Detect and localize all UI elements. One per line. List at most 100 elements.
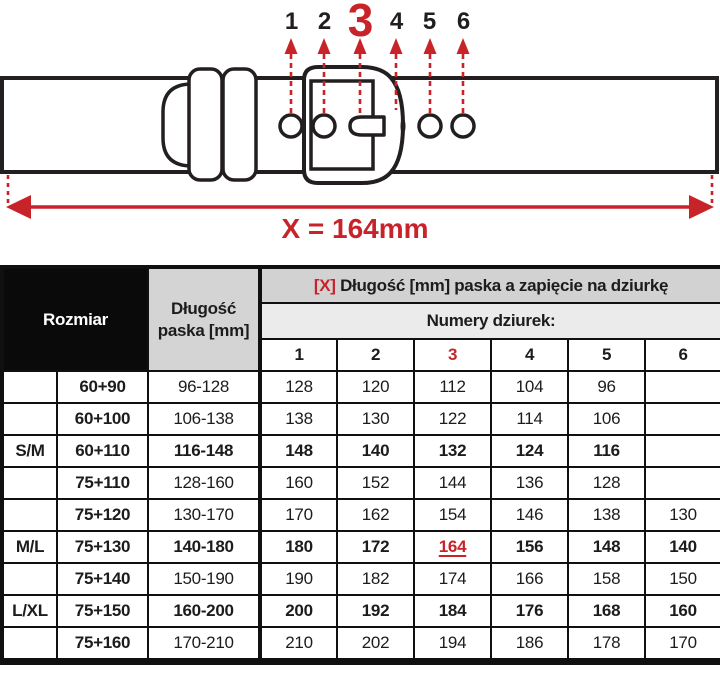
- hole-length-cell: [644, 466, 720, 500]
- hole-length-cell: 146: [490, 498, 570, 532]
- hole-length-cell: 156: [490, 530, 570, 564]
- hole-length-cell: 116: [567, 434, 647, 468]
- hole-length-cell: 158: [567, 562, 647, 596]
- keeper-loop: [187, 67, 224, 182]
- size-label-cell: L/XL: [1, 594, 58, 628]
- length-range-cell: 128-160: [147, 466, 262, 500]
- hole-length-cell: 136: [490, 466, 570, 500]
- hole-pointer-arrowheads: [284, 38, 470, 54]
- keeper-loop: [221, 67, 258, 182]
- hole-length-cell: 174: [413, 562, 493, 596]
- hole-length-cell: 132: [413, 434, 493, 468]
- hole-length-cell: 182: [336, 562, 416, 596]
- header-x-title: [X] Długość [mm] paska a zapięcie na dzi…: [258, 266, 720, 304]
- hole-number-label-6: 6: [456, 8, 470, 35]
- hole-length-cell: 130: [644, 498, 720, 532]
- hole-length-cell: 144: [413, 466, 493, 500]
- hole-length-cell: 184: [413, 594, 493, 628]
- hole-length-cell: 172: [336, 530, 416, 564]
- hole-length-cell: 152: [336, 466, 416, 500]
- hole-length-cell: 138: [258, 402, 339, 436]
- hole-number-label-3-highlighted: 3: [347, 0, 374, 46]
- buckle-prong: [348, 115, 386, 137]
- header-dlugosc-line2: paska [mm]: [157, 320, 250, 340]
- hole-length-cell: 104: [490, 370, 570, 404]
- length-range-cell: 150-190: [147, 562, 262, 596]
- header-x-bracket: [X]: [313, 275, 336, 295]
- strap-diagram: 1 2 3 4 5 6 X = 164mm: [0, 0, 720, 265]
- hole-column-2: 2: [336, 338, 416, 372]
- hole-length-cell: 166: [490, 562, 570, 596]
- strap-hole-1: [278, 113, 304, 139]
- length-range-cell: 116-148: [147, 434, 262, 468]
- hole-length-cell: 194: [413, 626, 493, 663]
- hole-length-cell: 148: [258, 434, 339, 468]
- hole-length-cell: 114: [490, 402, 570, 436]
- hole-length-cell: 138: [567, 498, 647, 532]
- hole-4-sliver: [400, 118, 406, 134]
- hole-length-cell: 154: [413, 498, 493, 532]
- hole-length-cell: 178: [567, 626, 647, 663]
- hole-columns-row: 1 2 3 4 5 6: [2, 338, 720, 372]
- header-dlugosc-line1: Długość: [171, 299, 236, 319]
- strap-illustration: [0, 38, 719, 219]
- size-label-cell: [1, 466, 58, 500]
- hole-length-cell: 148: [567, 530, 647, 564]
- size-dim-cell: 75+160: [55, 626, 150, 663]
- hole-length-cell: [644, 402, 720, 436]
- hole-length-cell: 176: [490, 594, 570, 628]
- hole-column-5: 5: [567, 338, 647, 372]
- size-dim-cell: 60+100: [55, 402, 150, 436]
- header-x-title-text: Długość [mm] paska a zapięcie na dziurkę: [340, 275, 669, 295]
- length-range-cell: 130-170: [147, 498, 262, 532]
- hole-pointer-lines: [289, 54, 465, 115]
- hole-length-cell: 162: [336, 498, 416, 532]
- hole-length-cell: 150: [644, 562, 720, 596]
- hole-length-cell: 160: [258, 466, 339, 500]
- length-range-cell: 170-210: [147, 626, 262, 663]
- size-dim-cell: 75+130: [55, 530, 150, 564]
- hole-length-cell: 124: [490, 434, 570, 468]
- highlighted-length-cell: 164: [413, 530, 493, 564]
- hole-column-3-highlighted: 3: [413, 338, 493, 372]
- length-range-cell: 160-200: [147, 594, 262, 628]
- strap-hole-5: [417, 113, 443, 139]
- strap-hole-2: [311, 113, 337, 139]
- strap-hole-6: [450, 113, 476, 139]
- length-range-cell: 140-180: [147, 530, 262, 564]
- hole-column-6: 6: [644, 338, 720, 372]
- measurement-arrow: [6, 175, 714, 219]
- measurement-label: X = 164mm: [281, 213, 429, 244]
- hole-length-cell: [644, 370, 720, 404]
- hole-length-cell: 122: [413, 402, 493, 436]
- size-label-cell: [1, 370, 58, 404]
- hole-length-cell: 170: [644, 626, 720, 663]
- size-label-cell: S/M: [1, 434, 58, 468]
- hole-column-4: 4: [490, 338, 570, 372]
- header-numery-dziurek: Numery dziurek:: [258, 302, 720, 340]
- size-dim-cell: 75+150: [55, 594, 150, 628]
- hole-length-cell: 120: [336, 370, 416, 404]
- size-dim-cell: 60+110: [55, 434, 150, 468]
- hole-length-cell: 192: [336, 594, 416, 628]
- hole-length-cell: 140: [336, 434, 416, 468]
- hole-number-label-4: 4: [389, 8, 403, 35]
- size-label-cell: M/L: [1, 530, 58, 564]
- hole-length-cell: 210: [258, 626, 339, 663]
- hole-length-cell: 130: [336, 402, 416, 436]
- hole-column-1: 1: [258, 338, 339, 372]
- hole-length-cell: 160: [644, 594, 720, 628]
- hole-length-cell: 180: [258, 530, 339, 564]
- size-label-cell: [1, 402, 58, 436]
- hole-length-cell: 128: [258, 370, 339, 404]
- hole-length-cell: 186: [490, 626, 570, 663]
